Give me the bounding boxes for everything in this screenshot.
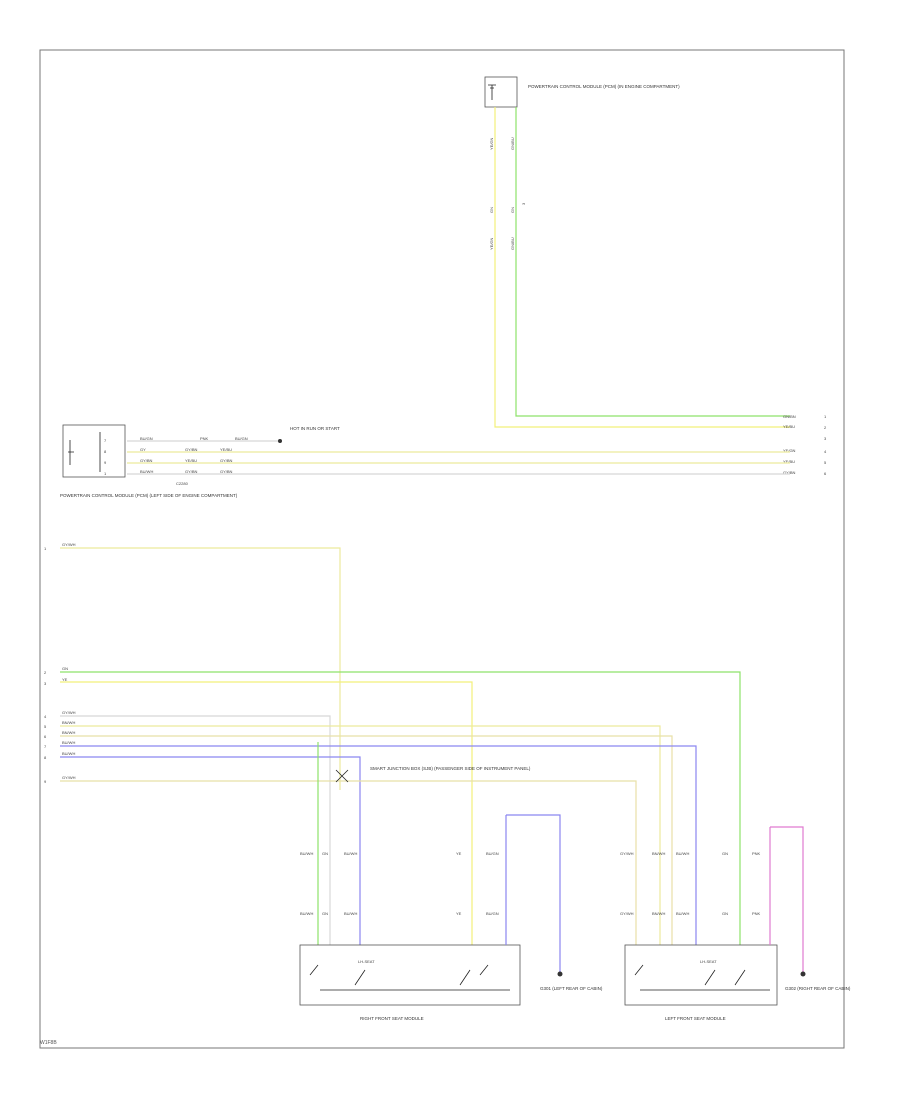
top-wire-label-left-2: YE/GN [489, 237, 494, 250]
mid-wire-label-11: GY/BN [185, 469, 198, 474]
fuse-box-label: SMART JUNCTION BOX (SJB) (PASSENGER SIDE… [370, 766, 531, 771]
ls-c7: BN/WH [652, 911, 665, 916]
mid-wire-label-9: GY/BN [220, 458, 233, 463]
ls-c4: GN [722, 851, 728, 856]
ls-c8: BU/WH [676, 911, 689, 916]
rs-c1: BU/WH [300, 851, 313, 856]
hot-at-run: HOT IN RUN OR START [290, 426, 340, 431]
top-wire-gn-2: GN [510, 207, 515, 213]
left-lower-labels: GY/WH BN/WH BN/WH BU/WH BU/WH GY/WH 4 5 … [44, 710, 76, 784]
mid-wire-label-12: GY/BN [220, 469, 233, 474]
mid-wire-label-1: BU/GN [140, 436, 153, 441]
left-wire-5: BN/WH [62, 720, 75, 725]
top-sensor: POWERTRAIN CONTROL MODULE (PCM) (IN ENGI… [484, 76, 680, 108]
mid-connector: C2280 [176, 481, 189, 486]
top-wire-gn-1: GN [489, 207, 494, 213]
left-pin-6: 6 [44, 734, 47, 739]
right-seat-module: RIGHT FRONT SEAT MODULE LH-SEAT [299, 944, 521, 1021]
mid-pin-2: 8 [104, 449, 107, 454]
rpin-3: 3 [824, 436, 827, 441]
left-pin-9: 9 [44, 779, 47, 784]
right-ground-label: G301 (LEFT REAR OF CABIN) [540, 986, 603, 991]
right-seat-label: RIGHT FRONT SEAT MODULE [360, 1016, 424, 1021]
ls-c2: BN/WH [652, 851, 665, 856]
left-pin-5: 5 [44, 724, 47, 729]
top-wire-label-right-2: GN/BU [510, 237, 515, 250]
left-seat-label: LEFT FRONT SEAT MODULE [665, 1016, 726, 1021]
mid-pin-3: 9 [104, 460, 107, 465]
rpin-4: 4 [824, 449, 827, 454]
left-pin-7: 7 [44, 744, 47, 749]
rpin-5: 5 [824, 460, 827, 465]
top-pin: 3 [521, 202, 526, 205]
top-wire-labels: YE/GN GN/BU GN GN YE/GN GN/BU 3 [489, 137, 526, 250]
left-wire-4: GY/WH [62, 710, 76, 715]
top-wire-label-left: YE/GN [489, 137, 494, 150]
left-wire-9: GY/WH [62, 775, 76, 780]
top-wire-label-right: GN/BU [510, 137, 515, 150]
rs-c5: BU/GN [486, 851, 499, 856]
left-pin-3: 3 [44, 681, 47, 686]
mid-wire-label-10: BU/WH [140, 469, 153, 474]
left-seat-inner: LH-SEAT [700, 959, 717, 964]
left-pin-4: 4 [44, 714, 47, 719]
left-pin-8: 8 [44, 755, 47, 760]
rs-c4: YE [456, 851, 462, 856]
mid-wire-label-6: YE/BU [220, 447, 232, 452]
ls-c9: GN [722, 911, 728, 916]
mid-wire-label-4: GY [140, 447, 146, 452]
left-pin-2: 2 [44, 670, 47, 675]
mid-wire-label-8: YE/BU [185, 458, 197, 463]
diagram-border [39, 49, 845, 1049]
right-wire-4: YE/BU [783, 459, 795, 464]
fuse-box: SMART JUNCTION BOX (SJB) (PASSENGER SIDE… [335, 766, 531, 783]
mid-pin-1: 7 [104, 438, 107, 443]
rs-c9: YE [456, 911, 462, 916]
left-wire-6: BN/WH [62, 730, 75, 735]
left-pin-1: 1 [44, 546, 47, 551]
mid-pin-4: 1 [104, 471, 107, 476]
rpin-1: 1 [824, 414, 827, 419]
rpin-2: 2 [824, 425, 827, 430]
mid-wire-label-5: GY/BN [185, 447, 198, 452]
top-sensor-label: POWERTRAIN CONTROL MODULE (PCM) (IN ENGI… [528, 84, 680, 89]
mid-wire-label-7: GY/BN [140, 458, 153, 463]
left-wire-7: BU/WH [62, 740, 75, 745]
right-wire-3: YE/GN [783, 448, 796, 453]
right-labels-top: GN/BN YE/BU YE/GN YE/BU GY/BN 1 2 3 4 5 … [783, 414, 827, 476]
mid-wire-label-2: PNK [200, 436, 209, 441]
rs-c8: BU/WH [344, 911, 357, 916]
left-seat-module: LEFT FRONT SEAT MODULE LH-SEAT [624, 944, 778, 1021]
mid-module-label: POWERTRAIN CONTROL MODULE (PCM) (LEFT SI… [60, 493, 238, 498]
ls-c6: GY/WH [620, 911, 634, 916]
right-wire-2: YE/BU [783, 424, 795, 429]
rs-c3: BU/WH [344, 851, 357, 856]
rpin-6: 6 [824, 471, 827, 476]
left-wire-8: BU/WH [62, 751, 75, 756]
rs-c2: GN [322, 851, 328, 856]
rs-c7: GN [322, 911, 328, 916]
diagram-code: W1F8B [40, 1040, 57, 1046]
ls-c5: PNK [752, 851, 761, 856]
left-wire-3: YE [62, 677, 68, 682]
ls-c1: GY/WH [620, 851, 634, 856]
right-seat-inner: LH-SEAT [358, 959, 375, 964]
left-wire-1: GY/WH [62, 542, 76, 547]
right-wire-1: GN/BN [783, 414, 796, 419]
right-wire-5: GY/BN [783, 470, 796, 475]
ls-c10: PNK [752, 911, 761, 916]
mid-wire-labels: BU/GN PNK BU/GN GY GY/BN YE/BU GY/BN YE/… [140, 426, 340, 486]
ls-c3: BU/WH [676, 851, 689, 856]
rs-c10: BU/GN [486, 911, 499, 916]
mid-module: POWERTRAIN CONTROL MODULE (PCM) (LEFT SI… [60, 424, 238, 498]
mid-wire-label-3: BU/GN [235, 436, 248, 441]
seat-connector-labels: BU/WH GN BU/WH YE BU/GN BU/WH GN BU/WH Y… [300, 851, 761, 916]
rs-c6: BU/WH [300, 911, 313, 916]
left-ground-label: G302 (RIGHT REAR OF CABIN) [785, 986, 851, 991]
left-wire-2: GN [62, 666, 68, 671]
